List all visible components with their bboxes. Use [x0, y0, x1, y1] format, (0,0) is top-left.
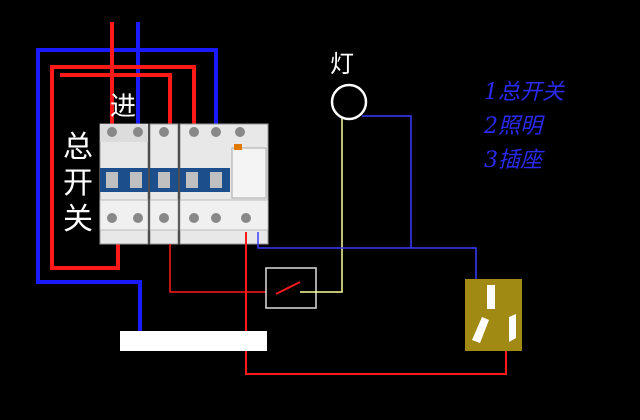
lighting-circuit	[169, 83, 412, 309]
breaker-socket	[179, 123, 269, 245]
inlet-label: 进	[110, 92, 137, 122]
legend-item-main-switch: 1总开关	[484, 80, 564, 105]
terminal-bar	[120, 331, 267, 351]
light-switch-lever	[275, 281, 301, 295]
main-switch-char-2: 开	[63, 166, 93, 201]
lamp-label: 灯	[330, 50, 354, 78]
main-switch-char-1: 总	[63, 130, 93, 165]
breaker-main	[99, 123, 149, 245]
lamp-neutral-wire	[362, 115, 412, 248]
light-switch-box	[265, 267, 317, 309]
lighting-live-wire	[169, 244, 266, 293]
main-switch-label: 总 开 关	[60, 130, 96, 238]
legend-item-lighting: 2照明	[484, 114, 542, 139]
socket-earth-pin	[487, 285, 495, 309]
live-branch-wire	[60, 73, 172, 130]
socket-circuit	[245, 232, 522, 375]
socket-pin-left	[472, 317, 489, 343]
breaker-lighting	[149, 123, 179, 245]
switched-wire	[300, 118, 343, 293]
main-switch-char-3: 关	[63, 202, 93, 237]
socket-neutral-wire	[257, 232, 477, 282]
socket-live-wire	[245, 232, 507, 375]
legend-item-socket: 3插座	[484, 148, 542, 173]
lamp-circle	[330, 83, 368, 121]
neutral-loop-wire	[36, 48, 218, 338]
socket-pin-right	[509, 314, 516, 342]
legend: 1总开关 2照明 3插座	[484, 76, 564, 178]
live-wires	[50, 22, 196, 270]
live-loop-wire	[50, 65, 196, 270]
